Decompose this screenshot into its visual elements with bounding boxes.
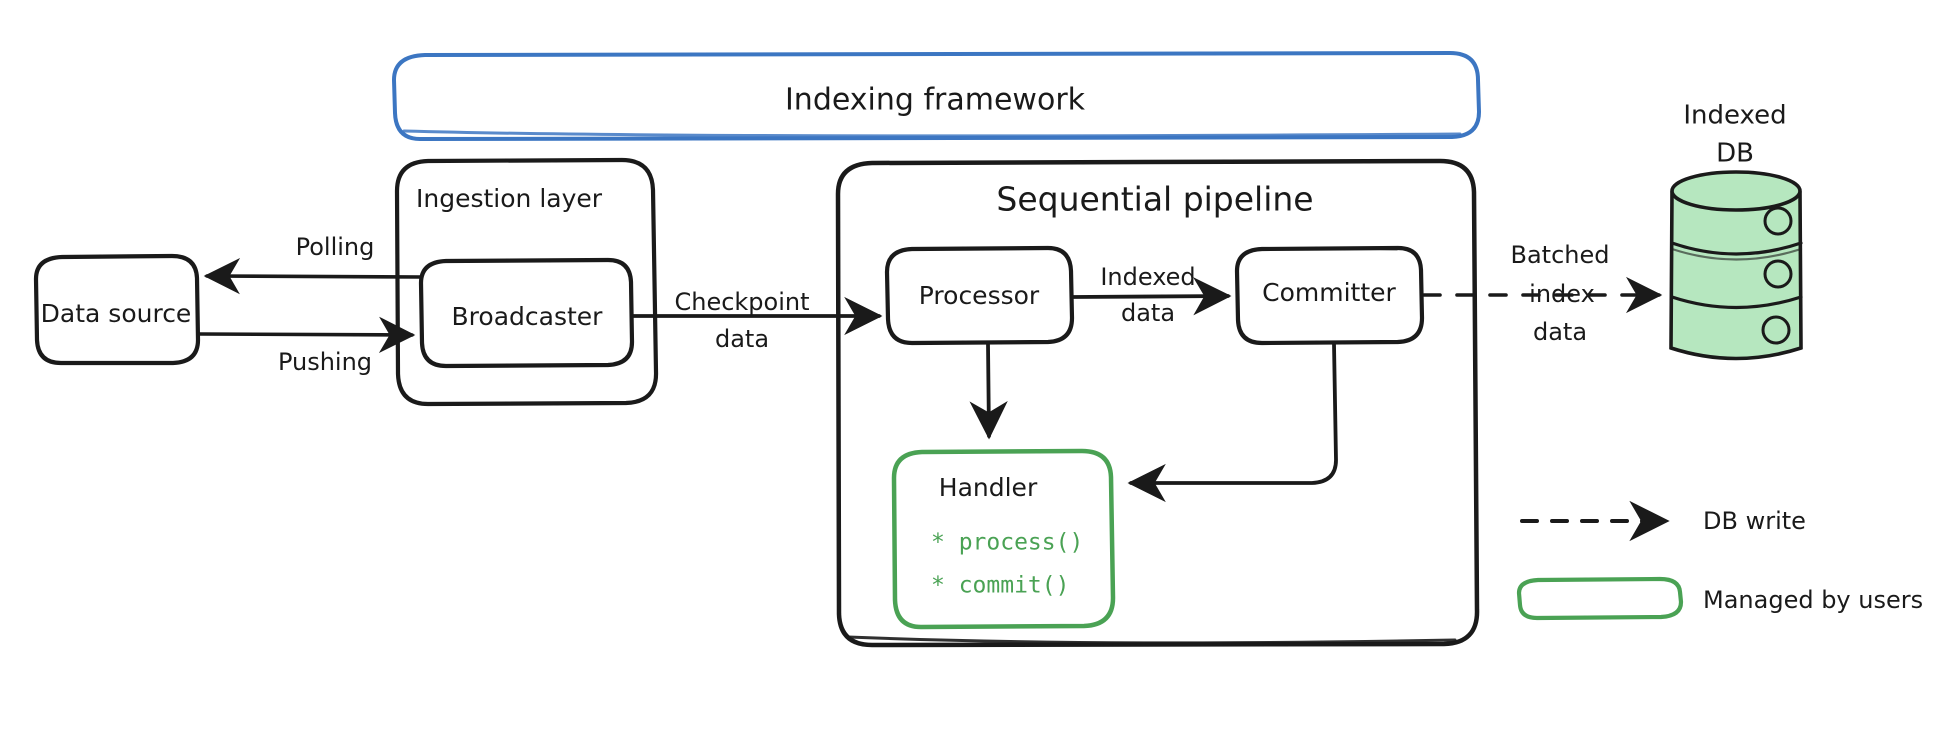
green-box-icon [1516, 576, 1684, 621]
indexed-db-label-line1: Indexed [1683, 101, 1786, 131]
edge-pushing-label: Pushing [278, 348, 372, 376]
processor-box[interactable]: Processor [884, 245, 1075, 346]
indexing-framework-banner: Indexing framework [392, 51, 1481, 141]
handler-method-process: * process() [931, 530, 1083, 556]
edge-processor-to-handler [969, 342, 1008, 440]
committer-box[interactable]: Committer [1234, 245, 1425, 346]
legend-item-managed-by-users: Managed by users [1516, 576, 1923, 621]
edge-indexed-data: Indexed data [1071, 263, 1232, 327]
sequential-pipeline-title: Sequential pipeline [996, 180, 1313, 219]
edge-batched-label-line3: data [1533, 318, 1587, 346]
committer-label: Committer [1262, 278, 1396, 307]
legend: DB write Managed by users [1516, 500, 1923, 621]
edge-polling-label: Polling [296, 233, 375, 261]
processor-label: Processor [919, 281, 1040, 310]
edge-checkpoint-data: Checkpoint data [631, 288, 883, 353]
broadcaster-label: Broadcaster [452, 302, 604, 331]
edge-batched-label-line1: Batched [1511, 241, 1610, 269]
db-indicator-circle-2 [1763, 259, 1793, 289]
broadcaster-box[interactable]: Broadcaster [418, 257, 635, 369]
edge-indexed-label-line2: data [1121, 299, 1175, 327]
framework-banner-label: Indexing framework [785, 83, 1086, 118]
edge-batched-label-line2: index [1529, 280, 1595, 308]
handler-box[interactable]: Handler * process() * commit() [891, 448, 1116, 630]
edge-committer-to-handler [1127, 342, 1338, 503]
legend-managed-label: Managed by users [1703, 586, 1923, 614]
handler-label: Handler [939, 473, 1038, 502]
db-indicator-circle-3 [1761, 315, 1791, 345]
legend-item-db-write: DB write [1520, 500, 1806, 542]
db-indicator-circle-1 [1763, 206, 1793, 236]
edge-batched-index-data: Batched index data [1422, 241, 1663, 346]
edge-pushing: Pushing [198, 316, 416, 376]
edge-polling: Polling [203, 233, 423, 295]
sequential-pipeline-container: Sequential pipeline [835, 158, 1480, 648]
legend-db-write-label: DB write [1703, 507, 1806, 535]
edge-checkpoint-label-line2: data [715, 325, 769, 353]
ingestion-layer-container: Ingestion layer [394, 157, 659, 407]
edge-checkpoint-label-line1: Checkpoint [674, 288, 809, 316]
data-source-box[interactable]: Data source [33, 253, 201, 366]
indexed-db[interactable]: Indexed DB [1669, 101, 1803, 361]
data-source-label: Data source [41, 299, 192, 328]
handler-method-commit: * commit() [931, 573, 1069, 599]
indexed-db-label-line2: DB [1716, 139, 1754, 169]
ingestion-layer-title: Ingestion layer [416, 184, 603, 213]
edge-indexed-label-line1: Indexed [1100, 263, 1195, 291]
